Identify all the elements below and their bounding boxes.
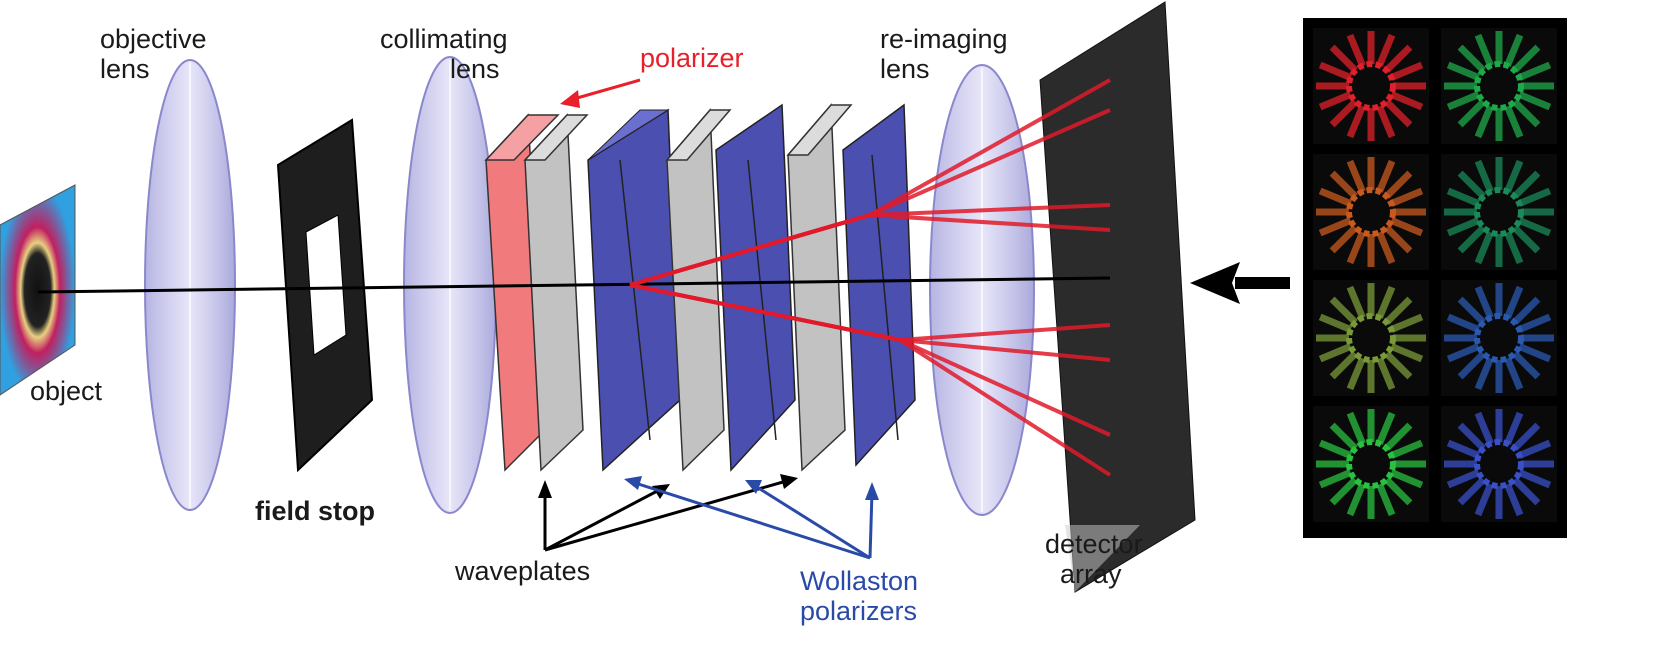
sub-image-tile	[1441, 154, 1557, 270]
sub-image-tile	[1313, 280, 1429, 396]
labels: objective lens collimating lens polarize…	[30, 24, 1143, 626]
sub-image-panel	[1303, 18, 1567, 538]
wollaston-label-2: polarizers	[800, 596, 917, 626]
objective-lens-label-2: lens	[100, 54, 150, 84]
sub-image-tile	[1313, 28, 1429, 144]
objective-lens-label: objective	[100, 24, 207, 54]
sub-image-tile	[1313, 154, 1429, 270]
waveplate-1	[523, 113, 589, 472]
polarizer-label: polarizer	[640, 43, 744, 73]
reimaging-lens-label: re-imaging	[880, 24, 1008, 54]
wollaston-label: Wollaston	[800, 566, 918, 596]
sub-image-tile	[1313, 406, 1429, 522]
sub-image-tile	[1441, 280, 1557, 396]
detector-array	[1039, 1, 1196, 593]
waveplate-3	[786, 103, 853, 472]
sub-image-tile	[1441, 406, 1557, 522]
wollaston-3	[842, 103, 916, 467]
waveplate-2	[665, 108, 732, 472]
object-label: object	[30, 376, 103, 406]
collimating-lens-label: collimating	[380, 24, 508, 54]
detector-label-2: array	[1060, 559, 1122, 589]
field-stop-label: field stop	[255, 496, 375, 526]
polarizer-pointer-arrow	[560, 78, 641, 108]
wollaston-2	[715, 103, 796, 472]
reimaging-lens-label-2: lens	[880, 54, 930, 84]
wollaston-pointer-arrows	[624, 476, 879, 560]
detector-label: detector	[1045, 529, 1143, 559]
beam-paths	[37, 78, 1112, 477]
objective-lens	[144, 59, 236, 511]
collimating-lens-label-2: lens	[450, 54, 500, 84]
sub-image-tile	[1441, 28, 1557, 144]
field-stop	[276, 118, 374, 473]
collimating-lens	[403, 56, 497, 514]
wollaston-1	[587, 108, 681, 472]
waveplates-label: waveplates	[454, 556, 590, 586]
plate-stack	[484, 103, 916, 472]
detector-output-arrow	[1190, 262, 1290, 304]
object-image	[0, 184, 76, 396]
